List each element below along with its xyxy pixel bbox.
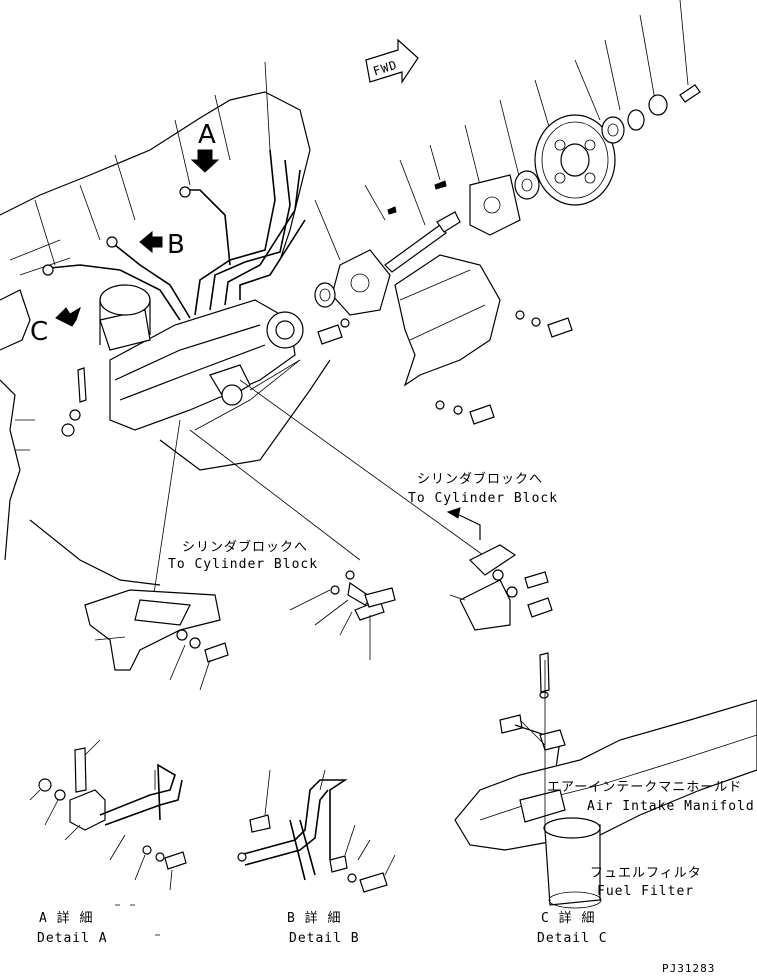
detail-b-en: Detail B [289,931,360,946]
fuel-filter-en: Fuel Filter [597,884,694,899]
detail-a-en: Detail A [37,931,108,946]
to-cylinder-block-left-en: To Cylinder Block [168,557,318,572]
to-cylinder-block-right-en: To Cylinder Block [408,491,558,506]
drive-shaft [384,180,461,273]
detail-c-drawing [454,652,757,909]
view-arrow-b: B [139,230,185,260]
cover-bolts [61,310,573,437]
detail-a-drawing [29,739,187,936]
view-b-label: B [167,230,185,260]
bracket-left [84,570,396,691]
view-a-label: A [198,120,216,150]
view-c-label: C [30,317,48,347]
injection-lines [42,149,306,321]
detail-b-jp: B 詳 細 [287,910,341,926]
timing-gear-assembly [469,84,701,236]
air-intake-en: Air Intake Manifold [587,799,755,814]
drawing-number: PJ31283 [662,962,715,975]
detail-c-en: Detail C [537,931,608,946]
view-arrow-c: C [30,306,81,347]
detail-c-jp: C 詳 細 [541,910,595,926]
leader-lines [34,0,689,266]
injection-pump [99,284,304,431]
bracket-right [446,507,553,631]
connector-lines [149,359,491,621]
detail-a-jp: A 詳 細 [39,910,93,926]
fwd-arrow: FWD [365,38,419,84]
pump-flange [314,249,391,316]
view-arrow-a: A [190,120,220,173]
gear-cover [394,254,501,387]
fuel-filter-jp: フュエルフィルタ [590,866,702,881]
to-cylinder-block-left-jp: シリンダブロックへ [182,539,308,555]
detail-b-drawing [237,769,396,893]
air-intake-jp: エアーインテークマニホールド [547,780,742,795]
engine-block [0,91,331,586]
to-cylinder-block-right-jp: シリンダブロックへ [417,471,543,487]
